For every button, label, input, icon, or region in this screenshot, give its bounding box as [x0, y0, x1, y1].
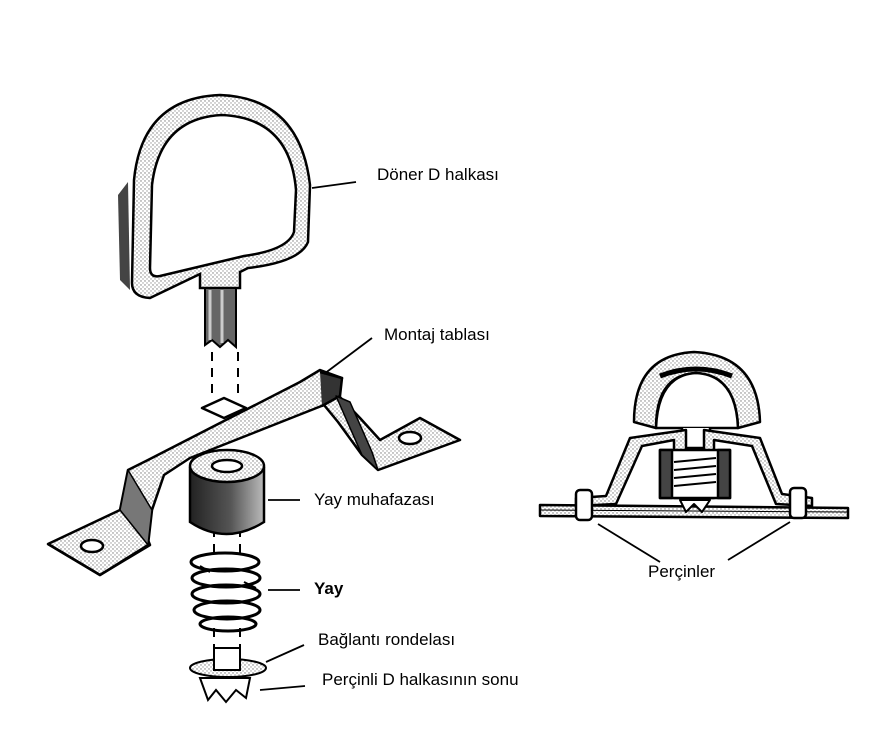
- spring: [189, 551, 262, 633]
- label-spring: Yay: [314, 579, 344, 598]
- connecting-washer: [189, 647, 267, 678]
- label-d-ring: Döner D halkası: [377, 165, 499, 184]
- rivet-leader-lines: [597, 521, 791, 563]
- label-spring-housing: Yay muhafazası: [314, 490, 435, 509]
- label-rivets: Perçinler: [648, 562, 716, 581]
- d-ring-shank: [204, 287, 237, 350]
- mounting-plate: [46, 368, 462, 577]
- spring-housing: [188, 448, 266, 536]
- label-connecting-washer: Bağlantı rondelası: [318, 630, 456, 649]
- d-ring: [118, 93, 312, 300]
- leader-lines: [259, 181, 373, 691]
- riveted-end: [198, 677, 252, 704]
- assembled-section-view: [538, 350, 850, 522]
- label-riveted-end: Perçinli D halkasının sonu: [322, 670, 519, 689]
- label-mounting-plate: Montaj tablası: [384, 325, 490, 344]
